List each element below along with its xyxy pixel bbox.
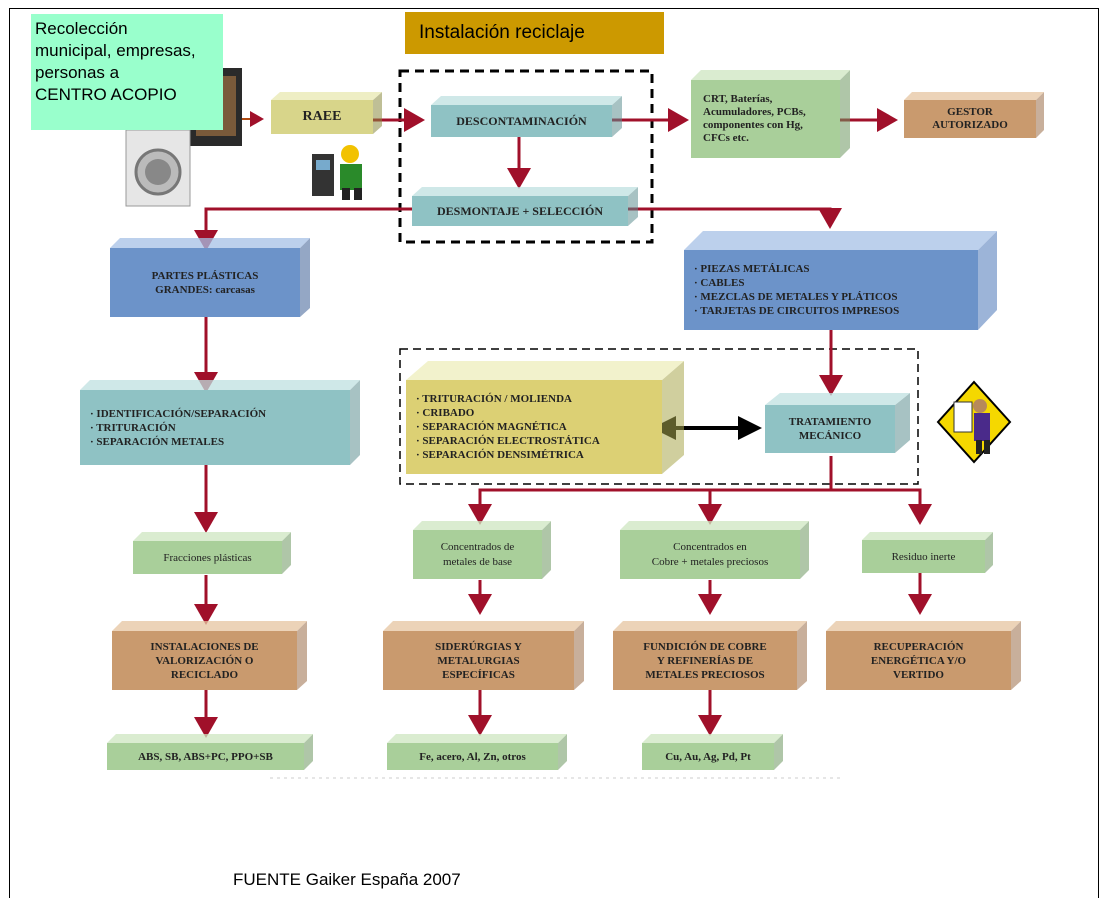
note-line-1: Recolección (35, 19, 128, 38)
desmontaje-label: DESMONTAJE + SELECCIÓN (437, 204, 603, 218)
abs-label: ABS, SB, ABS+PC, PPO+SB (138, 750, 273, 763)
identificacion-line: · TRITURACIÓN (90, 421, 176, 434)
trituracion-box: · TRITURACIÓN / MOLIENDA · CRIBADO · SEP… (406, 380, 662, 474)
concentrados-cobre-line: Cobre + metales preciosos (651, 555, 769, 568)
identificacion-line: · IDENTIFICACIÓN/SEPARACIÓN (90, 407, 267, 420)
note-line-3: personas a (35, 63, 120, 82)
identificacion-line: · SEPARACIÓN METALES (90, 435, 225, 448)
mechanical-dashed-frame (399, 348, 919, 485)
tratamiento-line: MECÁNICO (798, 430, 862, 442)
identificacion-box: · IDENTIFICACIÓN/SEPARACIÓN · TRITURACIÓ… (80, 390, 350, 465)
abs-box: ABS, SB, ABS+PC, PPO+SB (107, 743, 304, 770)
crt-line: Acumuladores, PCBs, (703, 106, 806, 118)
tratamiento-box: TRATAMIENTO MECÁNICO (765, 405, 895, 453)
fundicion-box: FUNDICIÓN DE COBRE Y REFINERÍAS DE METAL… (613, 631, 797, 690)
fe-box: Fe, acero, Al, Zn, otros (387, 743, 558, 770)
mechanic-icon (936, 380, 1012, 464)
cu-box: Cu, Au, Ag, Pd, Pt (642, 743, 774, 770)
residuo-label: Residuo inerte (891, 550, 956, 563)
gestor-box: GESTOR AUTORIZADO (904, 100, 1036, 138)
piezas-metalicas-box: · PIEZAS METÁLICAS · CABLES · MEZCLAS DE… (684, 250, 978, 330)
diagram-frame (9, 8, 1099, 898)
note-line-2: municipal, empresas, (35, 41, 196, 60)
installation-label: Instalación reciclaje (405, 12, 664, 54)
recuperacion-box: RECUPERACIÓN ENERGÉTICA Y/O VERTIDO (826, 631, 1011, 690)
trituracion-line: · SEPARACIÓN ELECTROSTÁTICA (416, 435, 600, 447)
instalaciones-line: RECICLADO (170, 668, 239, 681)
crt-box: CRT, Baterías, Acumuladores, PCBs, compo… (691, 80, 840, 158)
source-caption: FUENTE Gaiker España 2007 (233, 870, 461, 889)
partes-line: PARTES PLÁSTICAS (151, 269, 259, 282)
trituracion-line: · TRITURACIÓN / MOLIENDA (416, 393, 572, 405)
tratamiento-line: TRATAMIENTO (788, 416, 872, 428)
fundicion-line: METALES PRECIOSOS (645, 668, 765, 681)
siderurgias-line: SIDERÚRGIAS Y (435, 640, 522, 653)
partes-plasticas-box: PARTES PLÁSTICAS GRANDES: carcasas (110, 248, 300, 317)
trituracion-line: · SEPARACIÓN DENSIMÉTRICA (416, 449, 584, 461)
fe-label: Fe, acero, Al, Zn, otros (419, 750, 526, 763)
instalaciones-line: VALORIZACIÓN O (155, 654, 254, 667)
recuperacion-line: ENERGÉTICA Y/O (870, 654, 967, 667)
note-line-4: CENTRO ACOPIO (35, 85, 177, 104)
instalaciones-box: INSTALACIONES DE VALORIZACIÓN O RECICLAD… (112, 631, 297, 690)
piezas-line: · CABLES (694, 277, 745, 289)
fundicion-line: Y REFINERÍAS DE (656, 654, 754, 667)
concentrados-base-line: Concentrados de (440, 540, 515, 553)
raee-label: RAEE (302, 109, 342, 124)
instalaciones-line: INSTALACIONES DE (150, 640, 259, 653)
cu-label: Cu, Au, Ag, Pd, Pt (665, 750, 751, 763)
descontaminacion-box: DESCONTAMINACIÓN (431, 105, 612, 137)
siderurgias-line: ESPECÍFICAS (442, 668, 515, 681)
piezas-line: · MEZCLAS DE METALES Y PLÁTICOS (694, 291, 898, 303)
gestor-line: GESTOR (947, 106, 993, 118)
recuperacion-line: VERTIDO (893, 668, 944, 681)
worker-icon (310, 140, 370, 202)
recuperacion-line: RECUPERACIÓN (873, 640, 964, 653)
crt-line: componentes con Hg, (703, 119, 803, 131)
concentrados-cobre-line: Concentrados en (673, 540, 747, 553)
gestor-line: AUTORIZADO (932, 119, 1008, 131)
fracciones-label: Fracciones plásticas (163, 551, 252, 564)
concentrados-base-box: Concentrados de metales de base (413, 530, 542, 579)
descontaminacion-label: DESCONTAMINACIÓN (456, 114, 587, 128)
collection-note: Recolección municipal, empresas, persona… (31, 14, 223, 130)
crt-line: CFCs etc. (703, 132, 749, 144)
siderurgias-line: METALURGIAS (437, 654, 520, 667)
fracciones-box: Fracciones plásticas (133, 541, 282, 574)
trituracion-line: · SEPARACIÓN MAGNÉTICA (416, 421, 567, 433)
raee-box: RAEE (271, 100, 373, 134)
partes-line: GRANDES: carcasas (155, 283, 255, 296)
concentrados-cobre-box: Concentrados en Cobre + metales precioso… (620, 530, 800, 579)
piezas-line: · PIEZAS METÁLICAS (694, 263, 810, 275)
residuo-box: Residuo inerte (862, 540, 985, 573)
piezas-line: · TARJETAS DE CIRCUITOS IMPRESOS (694, 305, 900, 317)
siderurgias-box: SIDERÚRGIAS Y METALURGIAS ESPECÍFICAS (383, 631, 574, 690)
fundicion-line: FUNDICIÓN DE COBRE (643, 640, 767, 653)
trituracion-line: · CRIBADO (416, 407, 475, 419)
installation-dashed-frame (398, 69, 654, 244)
crt-line: CRT, Baterías, (703, 93, 773, 105)
desmontaje-box: DESMONTAJE + SELECCIÓN (412, 196, 628, 226)
concentrados-base-line: metales de base (442, 555, 513, 568)
